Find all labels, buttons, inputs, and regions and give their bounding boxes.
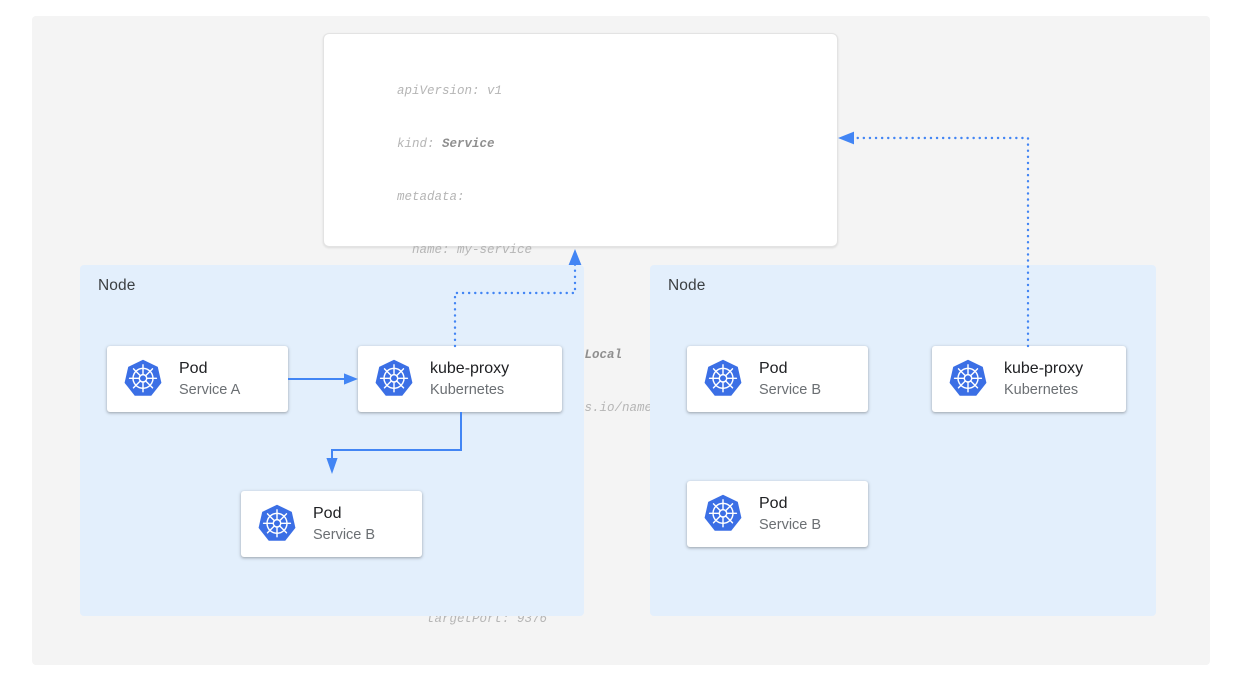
node-group-left: Node — [80, 265, 584, 616]
card-text: Pod Service A — [179, 359, 240, 400]
card-subtitle: Service B — [759, 516, 822, 533]
kubernetes-icon — [124, 359, 162, 396]
card-title: kube-proxy — [1004, 359, 1084, 377]
yaml-key: kind: — [397, 136, 443, 151]
card-subtitle: Kubernetes — [430, 381, 505, 398]
kubernetes-icon — [704, 359, 742, 396]
kubernetes-icon — [375, 359, 413, 396]
kubernetes-icon — [704, 494, 742, 531]
top-white-strip — [0, 0, 1233, 8]
yaml-value-bold: Service — [442, 136, 495, 151]
card-pod-service-b-left[interactable]: Pod Service B — [241, 491, 422, 557]
kubernetes-icon — [949, 359, 987, 396]
node-label: Node — [98, 277, 136, 294]
card-title: kube-proxy — [430, 359, 510, 377]
card-title: Pod — [179, 359, 208, 377]
card-kube-proxy-left[interactable]: kube-proxy Kubernetes — [358, 346, 562, 412]
card-subtitle: Service B — [759, 381, 822, 398]
yaml-line: metadata: — [397, 189, 465, 204]
node-group-right: Node — [650, 265, 1156, 616]
card-title: Pod — [759, 359, 788, 377]
service-manifest-card: apiVersion: v1 kind: Service metadata: n… — [323, 33, 838, 626]
card-pod-service-b-right-bottom[interactable]: Pod Service B — [687, 481, 868, 547]
card-title: Pod — [759, 494, 788, 512]
card-text: Pod Service B — [313, 504, 375, 545]
card-pod-service-a[interactable]: Pod Service A — [107, 346, 288, 412]
card-kube-proxy-right[interactable]: kube-proxy Kubernetes — [932, 346, 1126, 412]
card-title: Pod — [313, 504, 342, 522]
card-subtitle: Service A — [179, 381, 241, 398]
card-text: Pod Service B — [759, 359, 821, 400]
card-text: kube-proxy Kubernetes — [1004, 359, 1083, 400]
node-label: Node — [668, 277, 706, 294]
card-pod-service-b-right-top[interactable]: Pod Service B — [687, 346, 868, 412]
yaml-line: apiVersion: v1 — [397, 84, 503, 99]
card-text: kube-proxy Kubernetes — [430, 359, 509, 400]
card-subtitle: Service B — [313, 526, 376, 543]
card-subtitle: Kubernetes — [1004, 381, 1079, 398]
yaml-line: name: my-service — [397, 242, 533, 257]
card-text: Pod Service B — [759, 494, 821, 535]
kubernetes-icon — [258, 504, 296, 541]
yaml-line: kind: Service — [397, 136, 705, 154]
